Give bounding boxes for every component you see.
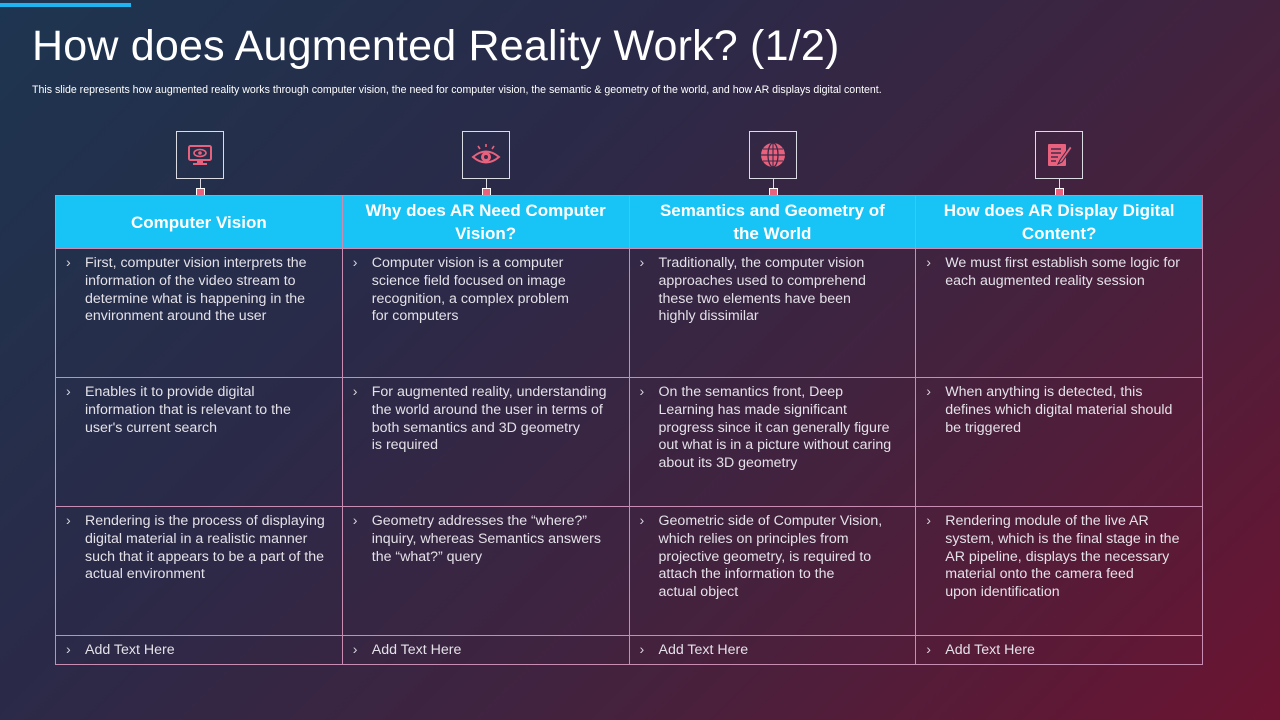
bullet-icon: › bbox=[352, 255, 358, 271]
bullet-icon: › bbox=[926, 513, 931, 529]
table-row: ›Enables it to provide digital informati… bbox=[55, 377, 1203, 507]
column-header: Computer Vision bbox=[55, 195, 343, 249]
bullet-icon: › bbox=[66, 384, 71, 400]
bullet-icon: › bbox=[352, 513, 358, 529]
connector-line bbox=[200, 179, 201, 189]
table-cell: ›Computer vision is a computer science f… bbox=[341, 248, 630, 378]
bullet-icon: › bbox=[926, 384, 931, 400]
document-pen-icon bbox=[1035, 131, 1083, 179]
column-header: How does AR Display Digital Content? bbox=[915, 195, 1203, 249]
table-cell: ›First, computer vision interprets the i… bbox=[55, 248, 343, 378]
table-row: ›First, computer vision interprets the i… bbox=[55, 248, 1203, 378]
table-cell: ›Traditionally, the computer vision appr… bbox=[628, 248, 917, 378]
table-cell: ›Geometry addresses the “where?” inquiry… bbox=[341, 506, 630, 636]
page-subtitle: This slide represents how augmented real… bbox=[32, 84, 882, 96]
connector-line bbox=[773, 179, 774, 189]
bullet-icon: › bbox=[352, 384, 358, 400]
table-header-row: Computer Vision Why does AR Need Compute… bbox=[55, 195, 1203, 249]
connector-line bbox=[1059, 179, 1060, 189]
accent-bar bbox=[0, 3, 131, 7]
bullet-icon: › bbox=[639, 642, 645, 658]
table-cell: ›We must first establish some logic for … bbox=[915, 248, 1203, 378]
globe-icon bbox=[749, 131, 797, 179]
table-cell: ›Geometric side of Computer Vision, whic… bbox=[628, 506, 917, 636]
column-header: Semantics and Geometry of the World bbox=[628, 195, 917, 249]
bullet-icon: › bbox=[352, 642, 358, 658]
computer-eye-icon bbox=[176, 131, 224, 179]
bullet-icon: › bbox=[639, 513, 645, 529]
table-cell: ›Rendering is the process of displaying … bbox=[55, 506, 343, 636]
table-cell: ›When anything is detected, this defines… bbox=[915, 377, 1203, 507]
table-cell: ›Add Text Here bbox=[628, 635, 917, 665]
info-table: Computer Vision Why does AR Need Compute… bbox=[55, 195, 1203, 665]
table-cell: ›Enables it to provide digital informati… bbox=[55, 377, 343, 507]
bullet-icon: › bbox=[926, 642, 931, 658]
bullet-icon: › bbox=[66, 255, 71, 271]
table-cell: ›Add Text Here bbox=[341, 635, 630, 665]
table-row: ›Rendering is the process of displaying … bbox=[55, 506, 1203, 636]
table-cell: ›Add Text Here bbox=[55, 635, 343, 665]
bullet-icon: › bbox=[926, 255, 931, 271]
table-cell: ›On the semantics front, Deep Learning h… bbox=[628, 377, 917, 507]
bullet-icon: › bbox=[639, 255, 645, 271]
page-title: How does Augmented Reality Work? (1/2) bbox=[32, 22, 840, 70]
connector-line bbox=[486, 179, 487, 189]
bullet-icon: › bbox=[639, 384, 645, 400]
bullet-icon: › bbox=[66, 642, 71, 658]
column-header: Why does AR Need Computer Vision? bbox=[341, 195, 630, 249]
table-cell: ›For augmented reality, understanding th… bbox=[341, 377, 630, 507]
table-cell: ›Add Text Here bbox=[915, 635, 1203, 665]
table-row: ›Add Text Here ›Add Text Here ›Add Text … bbox=[55, 635, 1203, 665]
bullet-icon: › bbox=[66, 513, 71, 529]
table-cell: ›Rendering module of the live AR system,… bbox=[915, 506, 1203, 636]
eye-icon bbox=[462, 131, 510, 179]
